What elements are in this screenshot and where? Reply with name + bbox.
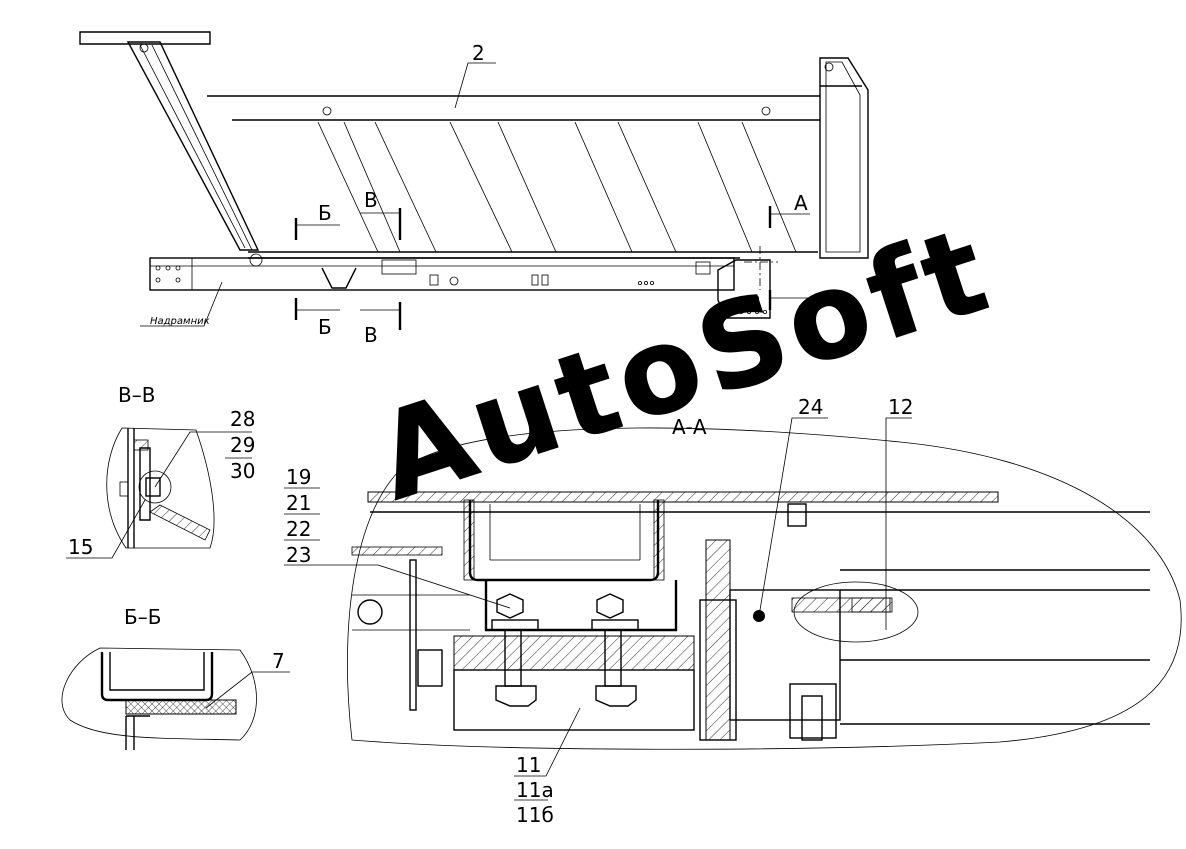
section-marker-v-top: В xyxy=(364,188,378,212)
section-marker-b-bottom: Б xyxy=(318,315,332,339)
callout-23: 23 xyxy=(286,543,311,567)
callout-29: 29 xyxy=(230,433,255,457)
section-v-v-detail xyxy=(66,427,252,559)
section-marker-b-top: Б xyxy=(318,201,332,225)
section-b-b-detail xyxy=(61,647,290,750)
dump-body-side-view xyxy=(79,31,869,327)
section-cut-markers xyxy=(294,206,810,330)
section-title-b-b: Б–Б xyxy=(124,605,161,629)
callout-28: 28 xyxy=(230,407,255,431)
callout-22: 22 xyxy=(286,517,311,541)
watermark: AutoSoft xyxy=(361,199,1007,526)
callout-15: 15 xyxy=(68,535,93,559)
section-a-a-detail xyxy=(284,417,1182,801)
section-title-v-v: В–В xyxy=(118,383,155,407)
callout-2: 2 xyxy=(472,41,485,65)
callout-11b: 11б xyxy=(516,803,554,827)
callout-11: 11 xyxy=(516,753,541,777)
section-marker-a-bottom: А xyxy=(794,301,808,325)
callout-12: 12 xyxy=(888,395,913,419)
callout-24: 24 xyxy=(798,395,823,419)
section-marker-v-bottom: В xyxy=(364,323,378,347)
callout-30: 30 xyxy=(230,459,255,483)
callout-21: 21 xyxy=(286,491,311,515)
subframe-label: Надрамник xyxy=(150,316,210,327)
section-marker-a-top: А xyxy=(794,191,808,215)
callout-19: 19 xyxy=(286,465,311,489)
section-title-a-a: А-А xyxy=(672,415,707,439)
callout-7: 7 xyxy=(272,649,285,673)
callout-11a: 11а xyxy=(516,778,554,802)
